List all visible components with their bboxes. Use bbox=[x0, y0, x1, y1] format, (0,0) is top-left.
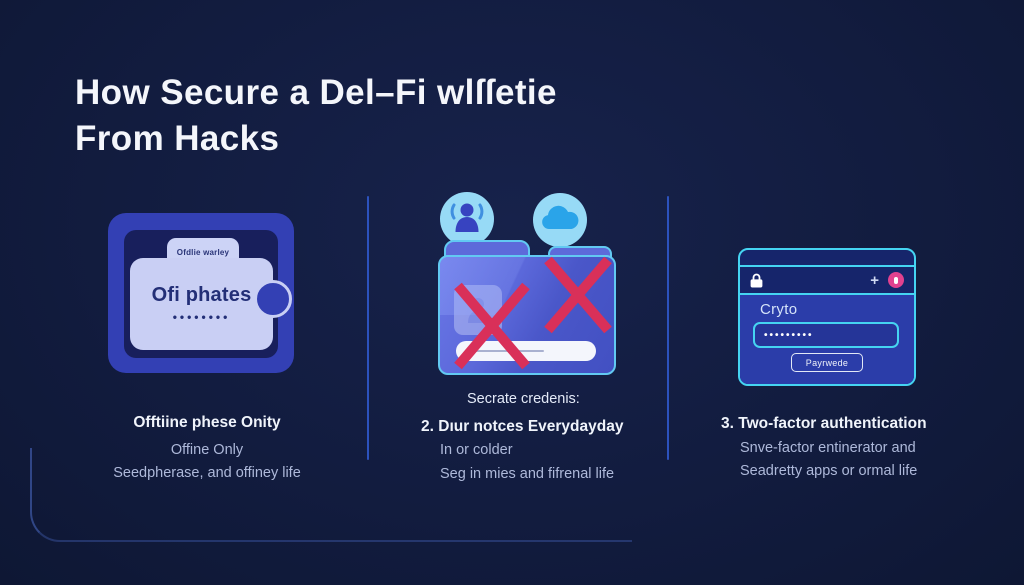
password-input: ••••••••• bbox=[753, 322, 899, 348]
caption-2-body1: In or colder bbox=[440, 442, 513, 458]
wallet-tab-label: Ofdlie warley bbox=[176, 247, 230, 257]
title-line-1: How Secure a Del–Fi wlſſetie bbox=[75, 73, 557, 112]
browser-window-illustration: + Cryto ••••••••• Payrwede bbox=[738, 248, 916, 386]
caption-1-body1: Offine Only bbox=[170, 441, 244, 458]
person-signal-glyph bbox=[450, 203, 484, 232]
password-field-label: Cryto bbox=[760, 301, 798, 318]
column-divider-right bbox=[667, 196, 669, 460]
browser-content-panel: Cryto ••••••••• Payrwede bbox=[740, 295, 914, 384]
column-divider-left bbox=[367, 196, 369, 460]
wallet-side-button-icon bbox=[254, 280, 292, 318]
cloud-icon bbox=[533, 193, 587, 247]
folder-input-bar bbox=[456, 341, 596, 361]
x-mark-icon bbox=[454, 282, 530, 370]
caption-2-heading-text: Dıur notces Everydayday bbox=[438, 417, 624, 435]
caption-3-body2: Seadretty apps or ormal life bbox=[740, 463, 918, 479]
offline-wallet-illustration: Ofdlie warley Ofi phates •••••••• bbox=[108, 213, 294, 373]
caption-2-heading: 2. Dıur notces Everydayday bbox=[421, 415, 671, 439]
password-dots: ••••••••• bbox=[764, 329, 814, 341]
new-tab-plus-icon: + bbox=[870, 271, 879, 289]
title-line-2: From Hacks bbox=[75, 119, 280, 158]
wallet-card: Ofi phates •••••••• bbox=[130, 258, 273, 350]
caption-1-heading: Offtiine phese Onity bbox=[133, 414, 281, 431]
person-signal-icon bbox=[440, 192, 494, 246]
caption-2-intro: Secrate credenis: bbox=[467, 391, 580, 407]
lock-icon bbox=[750, 273, 763, 287]
caption-3-heading-text: Two-factor authentication bbox=[738, 415, 927, 432]
browser-title-strip bbox=[740, 250, 914, 267]
x-marks-overlay bbox=[454, 256, 612, 370]
x-mark-icon bbox=[544, 256, 612, 334]
wallet-card-title: Ofi phates bbox=[151, 284, 252, 306]
decorative-corner-line bbox=[30, 448, 632, 542]
caption-1-body2: Seedpherase, and offiney life bbox=[113, 465, 301, 481]
caption-column-2: Secrate credenis: 2. Dıur notces Everyda… bbox=[421, 388, 671, 486]
wallet-card-dots: •••••••• bbox=[172, 310, 231, 324]
page-title: How Secure a Del–Fi wlſſetie From Hacks bbox=[75, 70, 557, 162]
cloud-glyph bbox=[542, 205, 579, 229]
caption-3-number: 3. bbox=[721, 415, 734, 432]
caption-2-number: 2. bbox=[421, 417, 434, 435]
caption-3-body1: Snve-factor entinerator and bbox=[740, 439, 916, 456]
profile-badge-icon bbox=[888, 272, 904, 288]
password-submit-button: Payrwede bbox=[791, 353, 863, 372]
caption-3-heading: 3. Two-factor authentication bbox=[721, 412, 936, 436]
caption-column-3: 3. Two-factor authentication Snve-factor… bbox=[721, 412, 936, 484]
caption-2-body2: Seg in mies and fifrenal life bbox=[440, 465, 615, 482]
browser-address-bar: + bbox=[740, 267, 914, 295]
caption-column-1: Offtiine phese Onity Offine Only Seedphe… bbox=[82, 411, 332, 486]
